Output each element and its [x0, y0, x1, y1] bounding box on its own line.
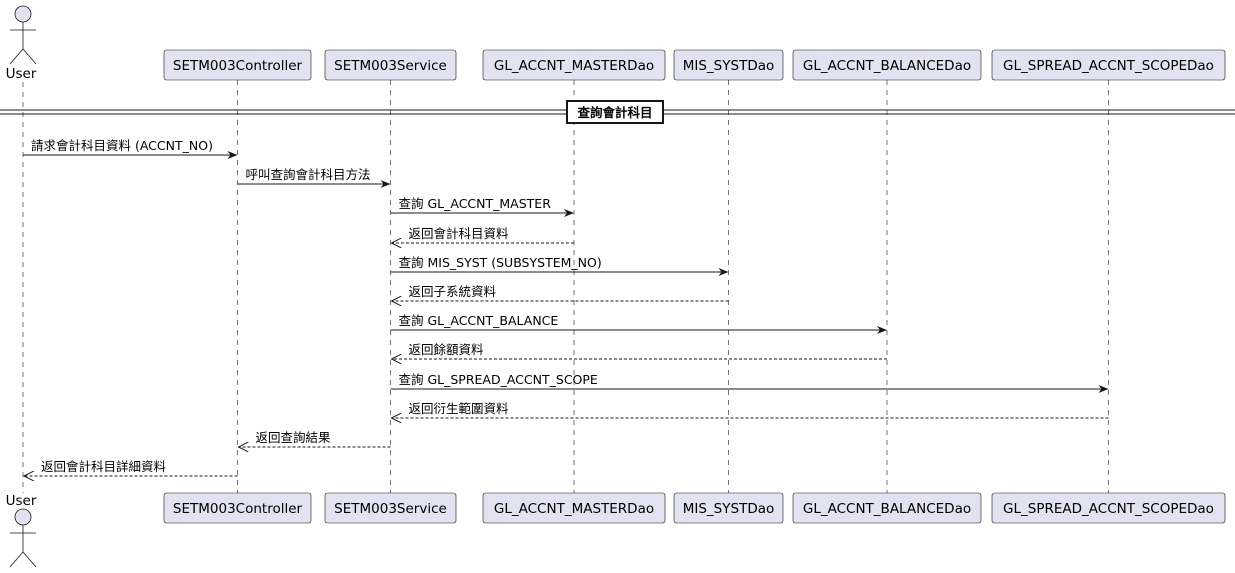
- participant-box: [792, 492, 982, 524]
- participant-label: GL_ACCNT_MASTERDao: [494, 501, 654, 517]
- actor-icon: [9, 508, 37, 568]
- message-label: 查詢 MIS_SYST (SUBSYSTEM_NO): [399, 255, 602, 270]
- message-4: 返回會計科目資料: [392, 226, 574, 243]
- message-label: 返回查詢結果: [256, 430, 332, 445]
- actor-label: User: [6, 493, 37, 509]
- actor-user-top: User: [6, 5, 37, 82]
- message-6: 返回子系統資料: [392, 284, 729, 301]
- participant-box: [163, 492, 312, 524]
- message-12: 返回會計科目詳細資料: [24, 459, 238, 476]
- participant-label: SETM003Service: [334, 501, 447, 517]
- message-label: 返回衍生範圍資料: [409, 401, 510, 416]
- participant-box: [673, 49, 784, 81]
- actor-user-bottom: User: [6, 493, 37, 568]
- message-1: 請求會計科目資料 (ACCNT_NO): [23, 138, 238, 159]
- message-label: 查詢 GL_ACCNT_BALANCE: [399, 313, 559, 328]
- message-label: 返回子系統資料: [409, 284, 497, 299]
- participant-master-bottom: GL_ACCNT_MASTERDao: [482, 492, 666, 524]
- participant-spread-top: GL_SPREAD_ACCNT_SCOPEDao: [991, 49, 1226, 81]
- participant-label: GL_SPREAD_ACCNT_SCOPEDao: [1003, 58, 1214, 74]
- participant-label: MIS_SYSTDao: [683, 501, 775, 517]
- lifelines: [22, 80, 1109, 493]
- participant-label: SETM003Controller: [173, 58, 303, 74]
- participants: SETM003ControllerSETM003ControllerSETM00…: [6, 5, 1226, 568]
- message-9: 查詢 GL_SPREAD_ACCNT_SCOPE: [390, 372, 1109, 393]
- message-label: 呼叫查詢會計科目方法: [246, 167, 371, 182]
- participant-master-top: GL_ACCNT_MASTERDao: [482, 49, 666, 81]
- participant-box: [482, 49, 666, 81]
- participant-label: GL_ACCNT_BALANCEDao: [803, 58, 971, 74]
- participant-box: [792, 49, 982, 81]
- message-2: 呼叫查詢會計科目方法: [237, 167, 391, 188]
- participant-controller-bottom: SETM003Controller: [163, 492, 312, 524]
- participant-balance-top: GL_ACCNT_BALANCEDao: [792, 49, 982, 81]
- participant-label: SETM003Controller: [173, 501, 303, 517]
- participant-balance-bottom: GL_ACCNT_BALANCEDao: [792, 492, 982, 524]
- actor-label: User: [6, 66, 37, 82]
- participant-box: [163, 49, 312, 81]
- message-3: 查詢 GL_ACCNT_MASTER: [390, 196, 574, 217]
- participant-label: GL_ACCNT_BALANCEDao: [803, 501, 971, 517]
- participant-spread-bottom: GL_SPREAD_ACCNT_SCOPEDao: [991, 492, 1226, 524]
- message-7: 查詢 GL_ACCNT_BALANCE: [390, 313, 887, 334]
- message-label: 請求會計科目資料 (ACCNT_NO): [31, 138, 213, 153]
- participant-label: GL_ACCNT_MASTERDao: [494, 58, 654, 74]
- participant-label: SETM003Service: [334, 58, 447, 74]
- participant-service-top: SETM003Service: [324, 49, 457, 81]
- participant-box: [991, 492, 1226, 524]
- participant-box: [482, 492, 666, 524]
- participant-service-bottom: SETM003Service: [324, 492, 457, 524]
- divider-group: 查詢會計科目: [0, 100, 1235, 124]
- participant-box: [673, 492, 784, 524]
- participant-box: [324, 49, 457, 81]
- participant-controller-top: SETM003Controller: [163, 49, 312, 81]
- divider-label: 查詢會計科目: [576, 105, 652, 120]
- participant-box: [991, 49, 1226, 81]
- divider-box: [566, 100, 664, 124]
- message-label: 返回會計科目資料: [409, 226, 510, 241]
- participant-box: [324, 492, 457, 524]
- actor-icon: [9, 5, 37, 65]
- participant-label: GL_SPREAD_ACCNT_SCOPEDao: [1003, 501, 1214, 517]
- message-8: 返回餘額資料: [392, 342, 887, 359]
- section-divider: 查詢會計科目: [0, 100, 1235, 124]
- participant-syst-top: MIS_SYSTDao: [673, 49, 784, 81]
- message-label: 返回會計科目詳細資料: [41, 459, 167, 474]
- message-label: 返回餘額資料: [409, 342, 485, 357]
- message-label: 查詢 GL_SPREAD_ACCNT_SCOPE: [399, 372, 598, 387]
- message-10: 返回衍生範圍資料: [392, 401, 1109, 418]
- message-11: 返回查詢結果: [239, 430, 391, 447]
- participant-syst-bottom: MIS_SYSTDao: [673, 492, 784, 524]
- participant-label: MIS_SYSTDao: [683, 58, 775, 74]
- message-5: 查詢 MIS_SYST (SUBSYSTEM_NO): [390, 255, 729, 276]
- message-label: 查詢 GL_ACCNT_MASTER: [399, 196, 552, 211]
